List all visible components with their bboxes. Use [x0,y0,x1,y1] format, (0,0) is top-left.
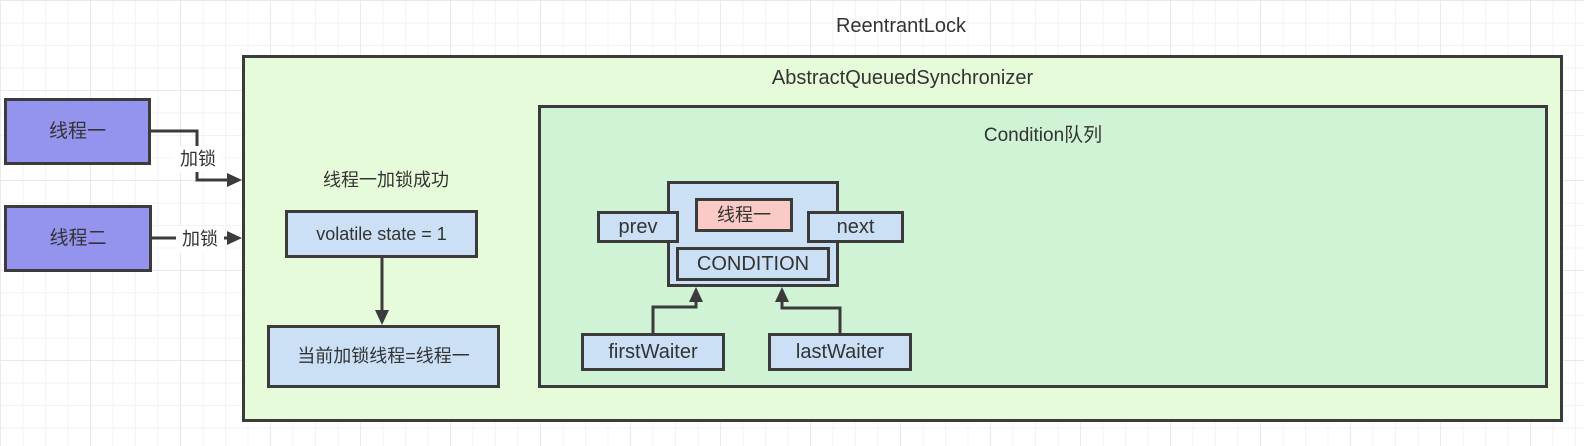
thread-two-arrowhead [227,231,242,245]
diagram-title: ReentrantLock [835,15,967,37]
lock-edge-label-two: 加锁 [176,226,224,252]
first-waiter-box: firstWaiter [581,333,725,371]
lock-edge-label-one: 加锁 [174,146,222,172]
thread-one-box: 线程一 [4,98,151,165]
thread-two-box: 线程二 [4,205,152,272]
node-thread-box: 线程一 [695,198,793,232]
current-owner-box: 当前加锁线程=线程一 [267,325,500,388]
aqs-title: AbstractQueuedSynchronizer [771,67,1034,89]
node-next-box: next [807,211,904,243]
last-waiter-box: lastWaiter [768,333,912,371]
thread-one-arrowhead [227,173,242,187]
lock-success-note: 线程一加锁成功 [323,170,449,190]
condition-queue-title: Condition队列 [983,125,1103,146]
volatile-state-box: volatile state = 1 [285,210,478,258]
node-prev-box: prev [597,211,679,243]
node-condition-state-box: CONDITION [676,247,830,281]
